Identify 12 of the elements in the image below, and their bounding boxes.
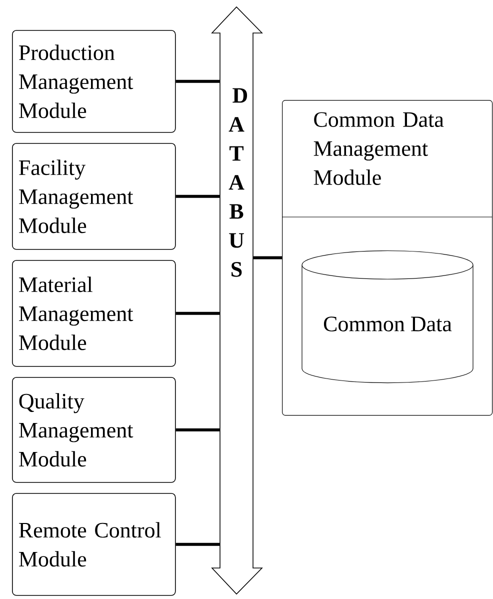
- module-box: Remote Control Module: [12, 493, 176, 596]
- connector-line: [176, 428, 220, 432]
- module-box: Material Management Module: [12, 260, 176, 367]
- module-box: Production Management Module: [12, 30, 176, 133]
- connector-line: [253, 256, 282, 260]
- connector-line: [176, 80, 220, 83]
- module-box: Facility Management Module: [12, 143, 176, 250]
- database-cylinder: Common Data: [302, 250, 474, 384]
- module-box: Quality Management Module: [12, 377, 176, 483]
- connector-line: [176, 542, 220, 546]
- connector-line: [176, 312, 220, 315]
- connector-line: [176, 194, 220, 198]
